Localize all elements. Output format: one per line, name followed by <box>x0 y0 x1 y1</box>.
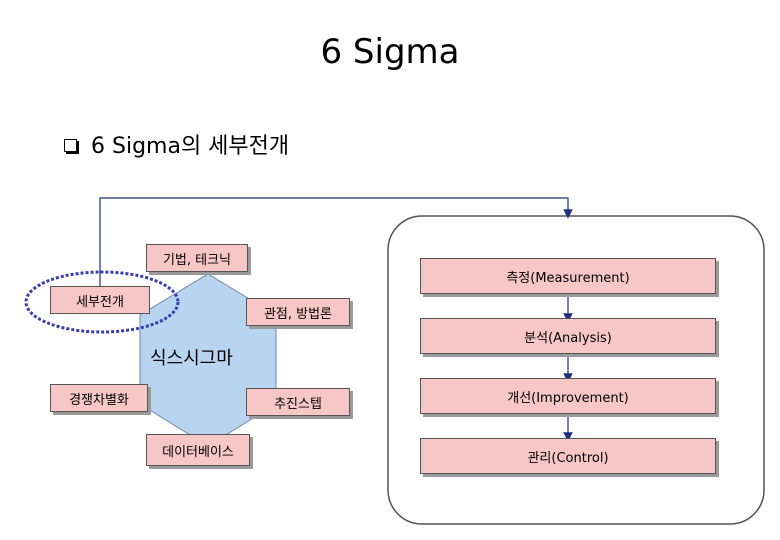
step-control: 관리(Control) <box>420 438 716 474</box>
step-measurement: 측정(Measurement) <box>420 258 716 294</box>
box-competitive-differentiation: 경쟁차별화 <box>50 384 148 412</box>
box-promotion-steps: 추진스텝 <box>246 388 350 416</box>
step-analysis: 분석(Analysis) <box>420 318 716 354</box>
checkbox-bullet-icon <box>64 138 77 152</box>
hexagon-label: 식스시그마 <box>150 348 233 369</box>
highlight-ellipse <box>24 270 180 334</box>
step-improvement: 개선(Improvement) <box>420 378 716 414</box>
box-viewpoint-methodology: 관점, 방법론 <box>246 298 350 326</box>
box-detail-deployment: 세부전개 <box>50 286 150 314</box>
subtitle-text: 6 Sigma의 세부전개 <box>91 134 290 159</box>
subtitle: 6 Sigma의 세부전개 <box>64 128 289 160</box>
box-database: 데이터베이스 <box>146 434 250 466</box>
box-techniques: 기법, 테크닉 <box>146 244 248 272</box>
page-title: 6 Sigma <box>320 32 460 72</box>
connector-line <box>99 197 573 288</box>
